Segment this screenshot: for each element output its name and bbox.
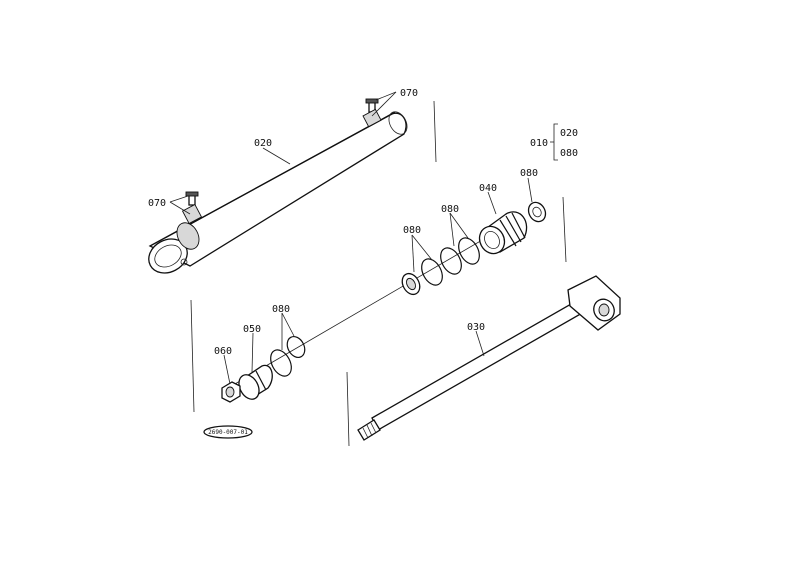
callout-010: 010 (530, 138, 548, 149)
piston[interactable] (235, 364, 273, 402)
grease-fitting-top[interactable] (362, 98, 382, 128)
piston-nut[interactable] (221, 381, 241, 403)
callout-020-group: 020 (560, 128, 578, 139)
rod-frame (346, 196, 567, 447)
callout-080-group: 080 (560, 148, 578, 159)
o-ring-3[interactable] (417, 255, 446, 288)
leader-lines (169, 91, 558, 385)
callout-070-top: 070 (400, 88, 418, 99)
o-ring-2[interactable] (436, 244, 465, 277)
head-washer[interactable] (525, 199, 549, 224)
cylinder-head[interactable] (475, 211, 528, 258)
drawing-id-text: 2690-007-01 (208, 429, 248, 436)
seal-ring[interactable] (399, 271, 423, 298)
callout-040: 040 (479, 183, 497, 194)
piston-ring-1[interactable] (284, 334, 308, 361)
callout-080-washer: 080 (520, 168, 538, 179)
o-ring-1[interactable] (454, 234, 483, 267)
piston-rod[interactable] (357, 275, 621, 441)
callout-070-left: 070 (148, 198, 166, 209)
drawing-id-tag: 2690-007-01 (203, 425, 253, 439)
tube-frame (190, 100, 437, 413)
callout-020-tube: 020 (254, 138, 272, 149)
piston-ring-2[interactable] (266, 346, 295, 379)
cylinder-tube[interactable] (143, 109, 411, 280)
callout-080-lower: 080 (272, 304, 290, 315)
callout-080-ring-a: 080 (441, 204, 459, 215)
callout-050: 050 (243, 324, 261, 335)
callout-030: 030 (467, 322, 485, 333)
assembly-axis (227, 217, 521, 389)
callout-060: 060 (214, 346, 232, 357)
callout-labels: 070 070 020 010 020 080 080 040 080 080 … (148, 88, 578, 357)
callout-080-ring-b: 080 (403, 225, 421, 236)
grease-fitting-left[interactable] (181, 191, 203, 225)
